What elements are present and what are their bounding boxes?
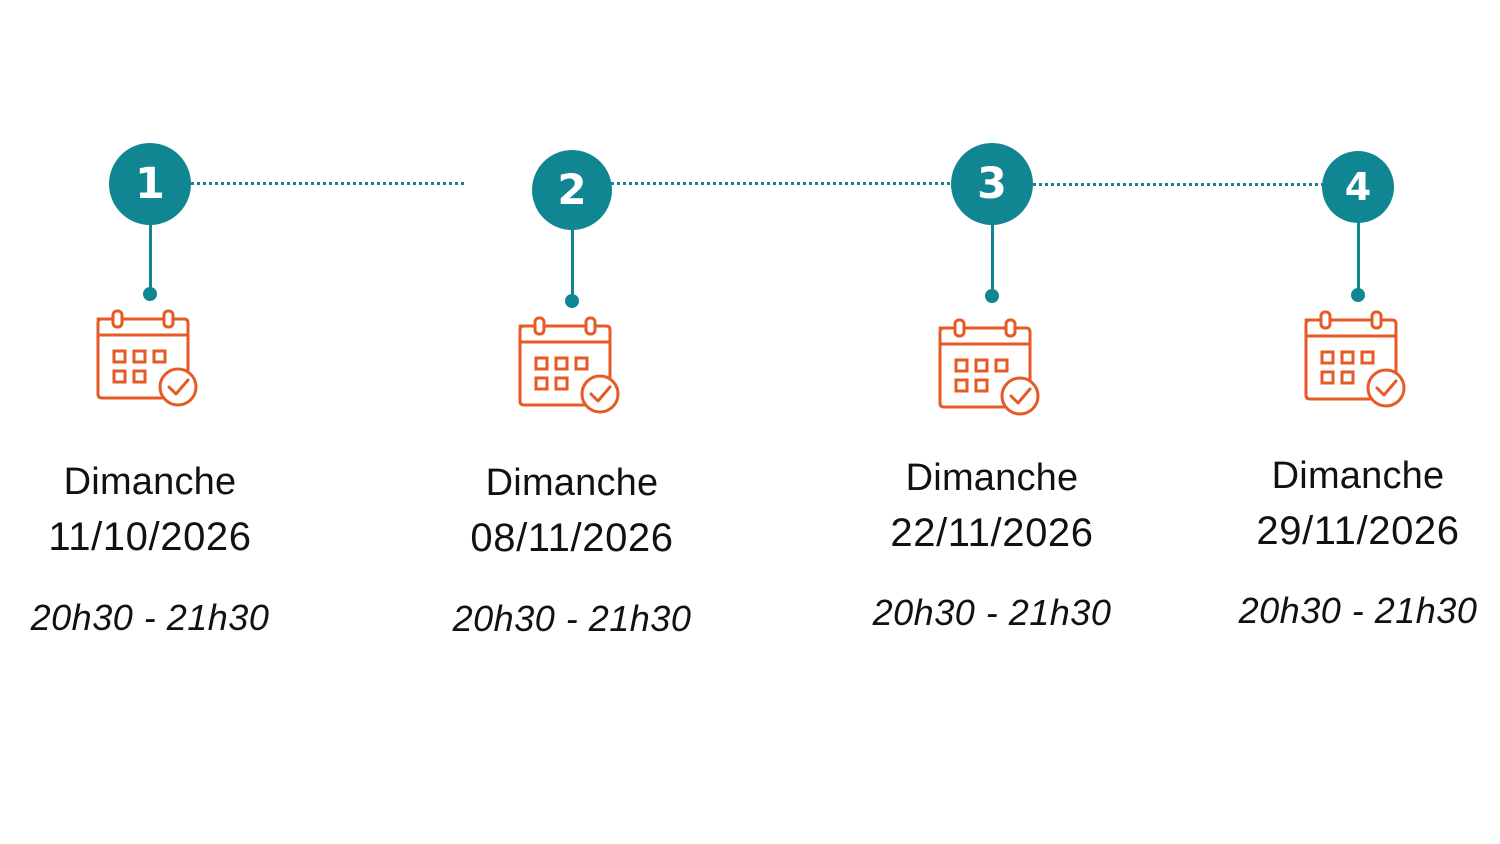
step-day-label: Dimanche (1271, 455, 1445, 497)
timeline-step-1: 1 Dimanche 11/10/2026 20h30 - 21h30 (0, 0, 300, 844)
step-day-label: Dimanche (485, 462, 659, 504)
step-stem (148, 225, 152, 290)
step-day-label: Dimanche (905, 457, 1079, 499)
step-time-label: 20h30 - 21h30 (1238, 590, 1478, 631)
step-number-badge: 4 (1322, 151, 1394, 223)
step-stem (570, 229, 574, 297)
step-number-badge: 2 (532, 150, 612, 230)
timeline-step-2: 2 Dimanche 08/11/2026 20h30 - 21h30 (422, 0, 722, 844)
timeline-connector (148, 182, 464, 185)
step-day-label: Dimanche (63, 461, 237, 503)
calendar-check-icon (514, 316, 630, 418)
timeline-connector (574, 182, 992, 185)
timeline-step-4: 4 Dimanche 29/11/2026 20h30 - 21h30 (1208, 0, 1500, 844)
step-date-label: 08/11/2026 (470, 516, 674, 560)
step-date-label: 29/11/2026 (1256, 509, 1460, 553)
step-dot (565, 294, 579, 308)
step-dot (1351, 288, 1365, 302)
calendar-check-icon (92, 309, 208, 411)
step-stem (1356, 222, 1360, 291)
step-dot (143, 287, 157, 301)
step-stem (990, 224, 994, 292)
step-time-label: 20h30 - 21h30 (872, 592, 1112, 633)
step-time-label: 20h30 - 21h30 (452, 598, 692, 639)
calendar-check-icon (934, 318, 1050, 420)
step-date-label: 11/10/2026 (48, 515, 252, 559)
step-number-badge: 1 (109, 143, 191, 225)
step-time-label: 20h30 - 21h30 (30, 597, 270, 638)
calendar-check-icon (1300, 310, 1416, 412)
step-number-badge: 3 (951, 143, 1033, 225)
timeline-connector (992, 183, 1360, 186)
step-dot (985, 289, 999, 303)
timeline-step-3: 3 Dimanche 22/11/2026 20h30 - 21h30 (842, 0, 1142, 844)
step-date-label: 22/11/2026 (890, 511, 1094, 555)
